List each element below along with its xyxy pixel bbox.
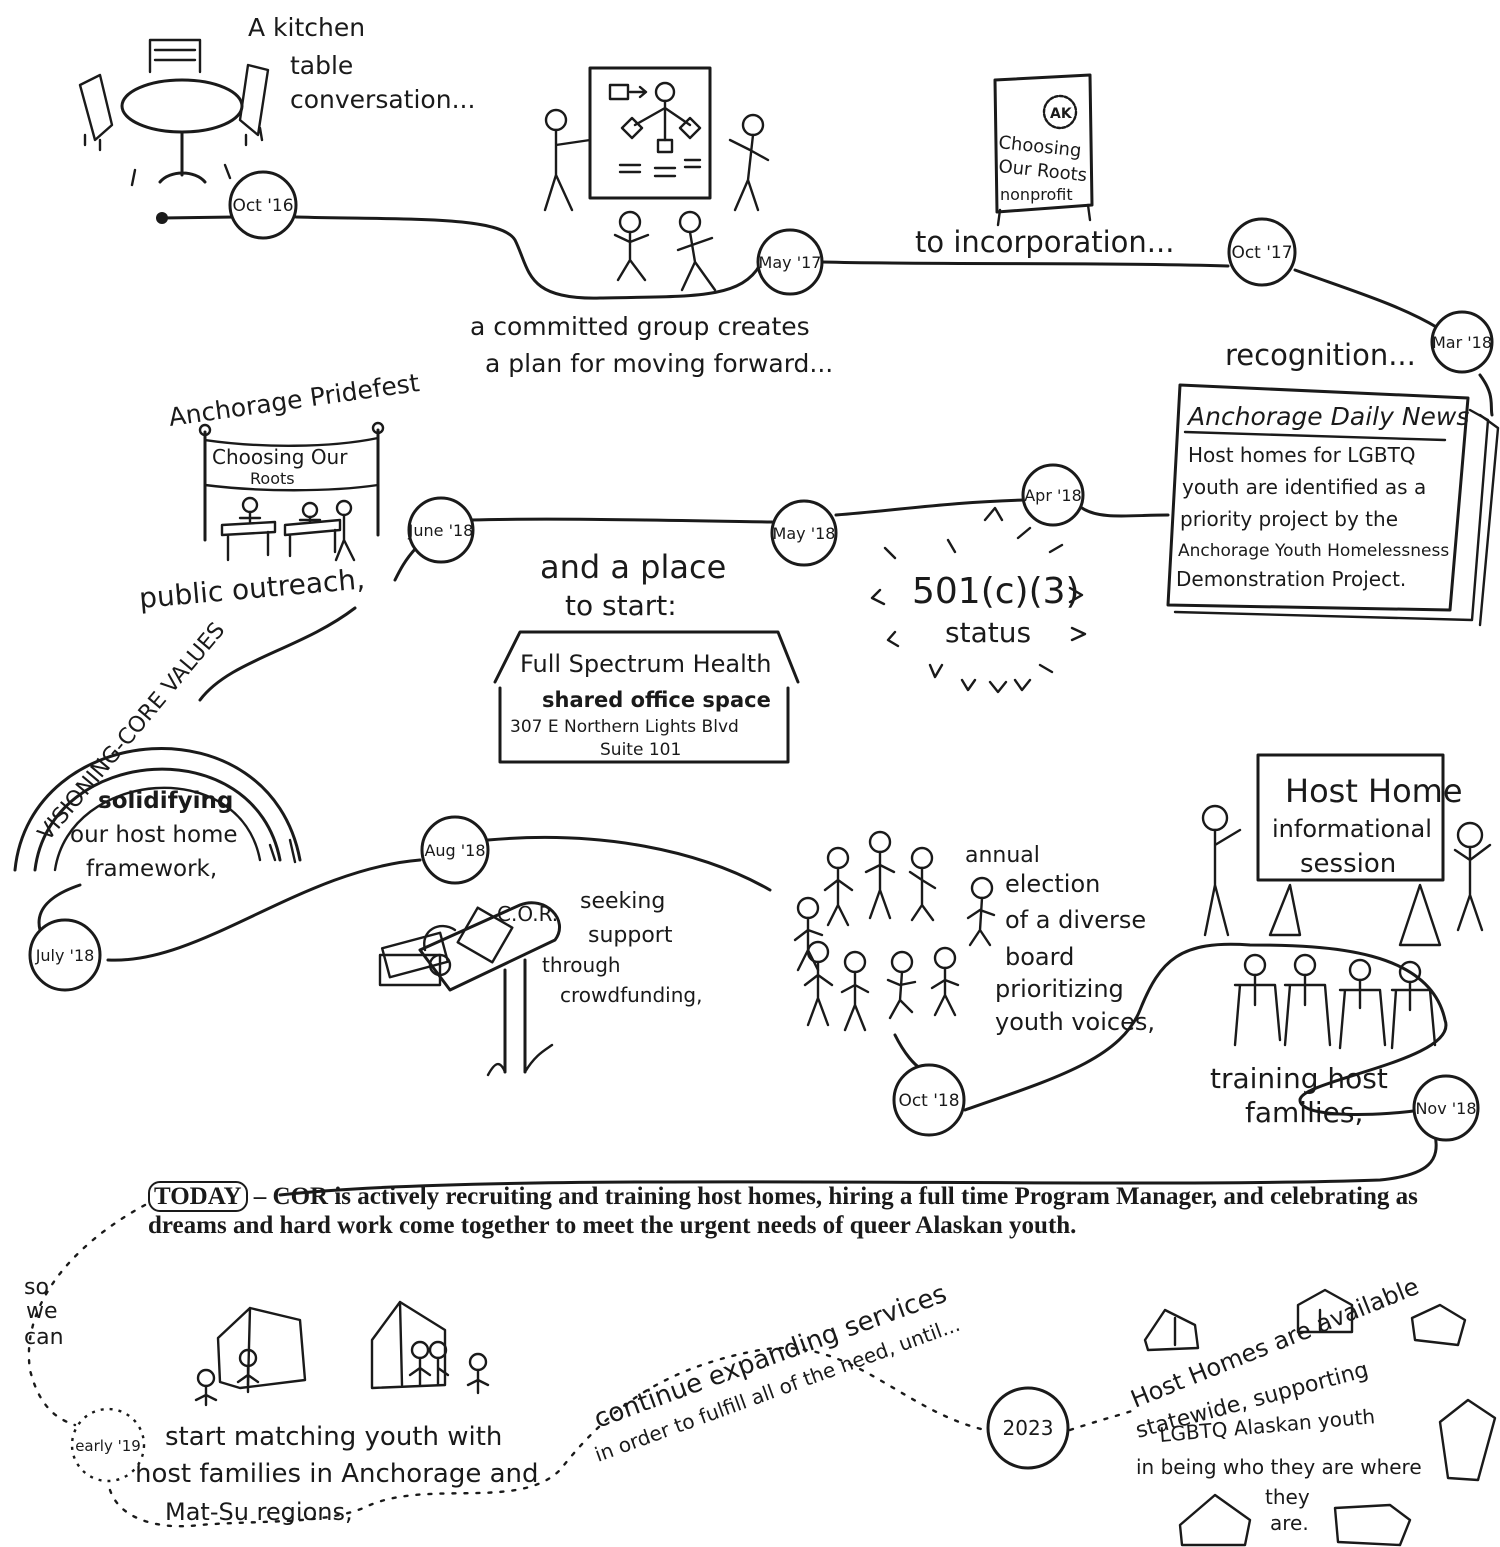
so-we-can-line1: so <box>24 1275 49 1300</box>
today-text: – COR is actively recruiting and trainin… <box>148 1183 1418 1239</box>
committed-caption-line2: a plan for moving forward... <box>485 349 833 378</box>
milestone-label: Mar '18 <box>1432 333 1492 352</box>
milestone-may-17: May '17 <box>756 228 824 296</box>
newspaper-line5: Demonstration Project. <box>1176 567 1406 591</box>
status-burst-drawing <box>870 506 1087 694</box>
crowdfunding-line4: crowdfunding, <box>560 983 702 1007</box>
milestone-aug-18: Aug '18 <box>420 815 490 885</box>
matching-line3: Mat-Su regions, <box>165 1498 353 1526</box>
newspaper-drawing <box>1166 383 1500 627</box>
milestone-oct-16: Oct '16 <box>228 170 298 240</box>
matching-houses-drawing <box>194 1300 490 1407</box>
kitchen-table-drawing <box>78 38 270 187</box>
info-session-drawing <box>1201 753 1492 1050</box>
crowdfunding-line1: seeking <box>580 889 665 914</box>
milestone-june-18: June '18 <box>407 496 475 564</box>
election-line5: prioritizing <box>995 975 1124 1003</box>
training-line1: training host <box>1210 1062 1388 1095</box>
office-name: Full Spectrum Health <box>520 650 771 678</box>
banner-line1: Choosing Our <box>212 445 348 469</box>
milestone-apr-18: Apr '18 <box>1021 463 1085 527</box>
outreach-caption: public outreach, <box>138 562 366 615</box>
election-line4: board <box>1005 943 1074 971</box>
milestone-oct-18: Oct '18 <box>892 1063 966 1137</box>
place-caption-line2: to start: <box>565 589 677 622</box>
kitchen-caption-line2: table <box>290 51 353 80</box>
crowdfunding-line2: support <box>588 923 673 948</box>
framework-line3: framework, <box>86 856 217 882</box>
matching-line1: start matching youth with <box>165 1422 502 1452</box>
statewide-line5: they <box>1265 1485 1310 1509</box>
so-we-can-line3: can <box>24 1325 64 1350</box>
milestone-label: early '19 <box>75 1437 141 1455</box>
milestone-label: June '18 <box>408 521 474 540</box>
mailbox-drawing <box>378 901 562 1077</box>
session-line2: informational <box>1272 815 1432 843</box>
session-line1: Host Home <box>1285 772 1463 810</box>
framework-line1: solidifying <box>98 788 233 814</box>
statewide-line6: are. <box>1270 1511 1309 1535</box>
milestone-label: 2023 <box>1003 1416 1054 1440</box>
mailbox-label: C.O.R. <box>497 902 558 926</box>
newspaper-line4: Anchorage Youth Homelessness <box>1178 541 1449 561</box>
milestone-oct-17: Oct '17 <box>1227 217 1297 287</box>
today-statement: TODAY – COR is actively recruiting and t… <box>148 1181 1438 1240</box>
sign-line3: nonprofit <box>1000 185 1073 204</box>
milestone-label: Apr '18 <box>1024 486 1082 505</box>
timeline-path <box>27 212 1494 1528</box>
committed-caption-line1: a committed group creates <box>470 312 810 341</box>
crowdfunding-line3: through <box>542 953 621 977</box>
office-label: shared office space <box>542 688 771 712</box>
milestone-mar-18: Mar '18 <box>1430 310 1494 374</box>
milestone-early-19: early '19 <box>70 1407 146 1483</box>
recognition-caption: recognition... <box>1225 338 1416 372</box>
milestone-july-18: July '18 <box>28 918 102 992</box>
milestone-nov-18: Nov '18 <box>1412 1074 1480 1142</box>
matching-line2: host families in Anchorage and <box>135 1459 539 1489</box>
pridefest-booth-drawing <box>198 421 385 562</box>
milestone-label: May '17 <box>759 253 822 272</box>
statewide-houses-drawing <box>1143 1288 1497 1547</box>
milestone-label: Nov '18 <box>1415 1099 1476 1118</box>
ak-badge: AK <box>1050 106 1073 122</box>
newspaper-masthead: Anchorage Daily News <box>1186 402 1469 431</box>
newspaper-line3: priority project by the <box>1180 507 1398 531</box>
incorporation-caption: to incorporation... <box>915 225 1174 259</box>
planning-group-drawing <box>543 66 770 292</box>
kitchen-caption-line3: conversation... <box>290 85 475 114</box>
so-we-can-line2: we <box>26 1299 58 1324</box>
election-line1: annual <box>965 843 1040 868</box>
milestone-label: Aug '18 <box>424 841 485 860</box>
pridefest-caption: Anchorage Pridefest <box>167 368 422 432</box>
training-line2: families, <box>1245 1096 1363 1129</box>
banner-line2: Roots <box>250 469 295 488</box>
election-line3: of a diverse <box>1005 906 1146 934</box>
election-line2: election <box>1005 870 1100 898</box>
statewide-line4: in being who they are where <box>1136 1455 1422 1479</box>
status-501c3: 501(c)(3) <box>912 571 1080 612</box>
newspaper-line2: youth are identified as a <box>1182 475 1426 499</box>
status-word: status <box>945 616 1031 649</box>
office-building-drawing <box>493 630 800 764</box>
office-address: 307 E Northern Lights Blvd <box>510 717 739 737</box>
office-suite: Suite 101 <box>600 740 681 760</box>
board-figures-drawing <box>793 830 996 1032</box>
milestone-label: July '18 <box>35 946 95 965</box>
newspaper-line1: Host homes for LGBTQ <box>1188 443 1416 467</box>
framework-line2: our host home <box>70 822 238 848</box>
place-caption-line1: and a place <box>540 548 726 586</box>
election-line6: youth voices, <box>995 1008 1155 1036</box>
milestone-label: Oct '16 <box>232 196 293 216</box>
milestone-label: Oct '18 <box>898 1091 959 1111</box>
nonprofit-sign-drawing <box>993 73 1094 227</box>
milestone-label: May '18 <box>773 524 836 543</box>
milestone-may-18: May '18 <box>770 499 838 567</box>
today-label: TODAY <box>148 1181 248 1212</box>
milestone-label: Oct '17 <box>1231 243 1292 263</box>
session-line3: session <box>1300 849 1396 879</box>
visioning-arch-drawing <box>13 747 302 872</box>
milestone-2023: 2023 <box>986 1386 1070 1470</box>
kitchen-caption-line1: A kitchen <box>248 13 365 42</box>
